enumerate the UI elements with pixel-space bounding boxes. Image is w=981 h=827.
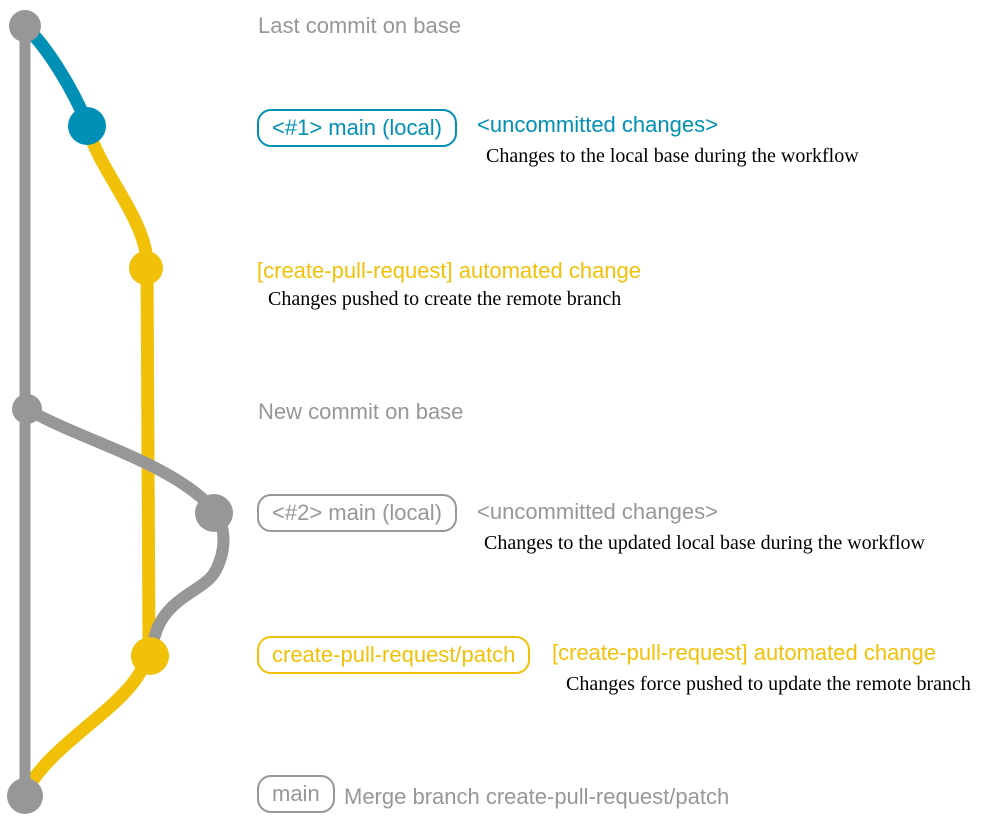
branch-label-main-local-1: <#1> main (local) [257,109,457,147]
automated-change-2-caption: Changes force pushed to update the remot… [566,673,971,695]
uncommitted-changes-2-caption: Changes to the updated local base during… [484,532,925,554]
new-commit-text: New commit on base [258,399,464,424]
commit-node-local-2 [195,494,233,532]
branch-label-main: main [257,775,335,813]
commit-node-local-1 [68,107,106,145]
updated-base-branch-line [21,403,230,656]
commit-node-patch-1 [129,251,163,285]
branch-label-main-local-2-text: <#2> main (local) [272,500,442,525]
automated-change-1-title: [create-pull-request] automated change [257,258,642,283]
automated-change-1-caption: Changes pushed to create the remote bran… [268,288,622,310]
automated-change-2-title: [create-pull-request] automated change [552,640,937,665]
branch-label-patch: create-pull-request/patch [257,636,531,674]
commit-node-patch-2 [131,637,169,675]
commit-node-new-base [12,394,42,424]
last-commit-text: Last commit on base [258,13,461,38]
uncommitted-changes-1-title: <uncommitted changes> [477,112,718,137]
uncommitted-changes-1-caption: Changes to the local base during the wor… [486,145,859,167]
branch-label-patch-text: create-pull-request/patch [272,642,516,667]
branch-label-main-text: main [272,781,320,806]
branch-label-main-local-1-text: <#1> main (local) [272,115,442,140]
commit-node-last-base [9,10,41,42]
uncommitted-changes-2-title: <uncommitted changes> [477,499,718,524]
merge-commit-text: Merge branch create-pull-request/patch [344,784,730,809]
commit-node-merge [7,778,43,814]
local-main-branch-line [18,19,94,130]
branch-label-main-local-2: <#2> main (local) [257,494,457,532]
